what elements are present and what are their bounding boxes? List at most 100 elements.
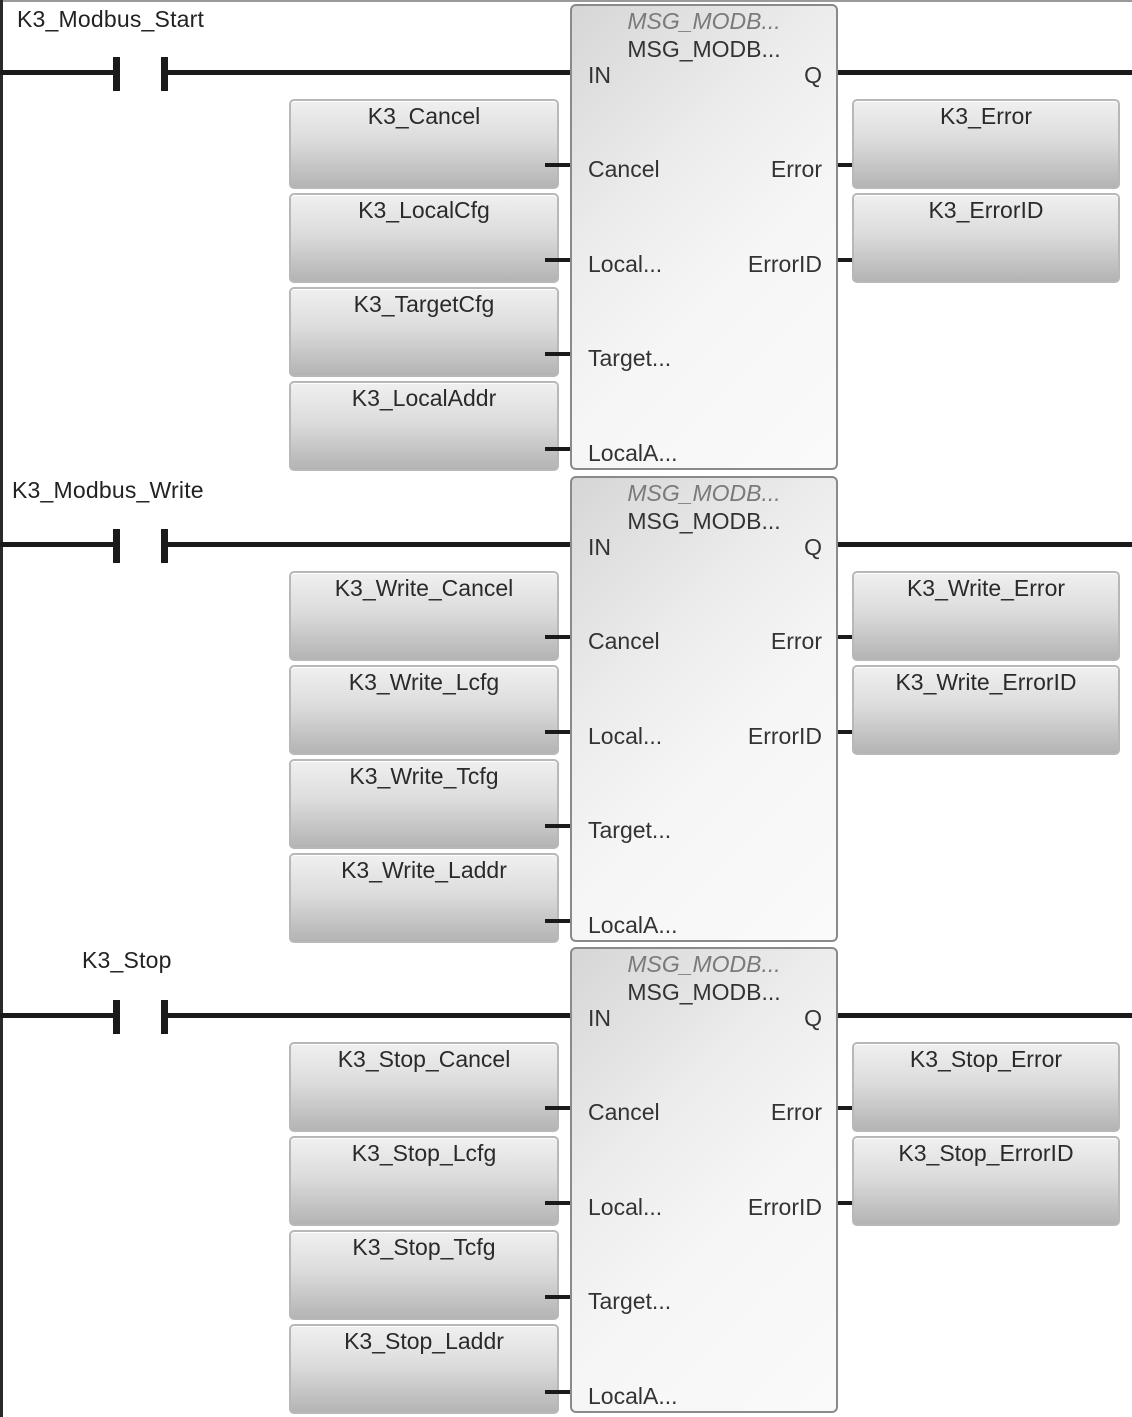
contact-left-bar: [113, 57, 120, 91]
normally-open-contact[interactable]: [113, 57, 173, 97]
contact-left-bar: [113, 1000, 120, 1034]
pin-error: Error: [770, 1099, 822, 1125]
contact-right-bar: [161, 57, 168, 91]
pin-q: Q: [804, 1005, 822, 1031]
pin-error: Error: [770, 156, 822, 182]
input-variable-name: K3_TargetCfg: [353, 291, 495, 317]
pin-stub-cancel: [545, 163, 575, 167]
function-block[interactable]: MSG_MODB... MSG_MODB... IN Q Cancel Erro…: [570, 4, 838, 470]
input-variable-name: K3_Cancel: [367, 103, 481, 129]
editor-top-border: [0, 0, 1132, 2]
pin-stub-error: [828, 1106, 858, 1110]
pin-cancel: Cancel: [588, 1099, 660, 1125]
input-variable-targetcfg[interactable]: K3_Write_Tcfg: [289, 759, 559, 849]
output-variable-error[interactable]: K3_Write_Error: [852, 571, 1120, 661]
input-variable-name: K3_Stop_Tcfg: [352, 1234, 496, 1260]
input-variable-cancel[interactable]: K3_Stop_Cancel: [289, 1042, 559, 1132]
pin-stub-cancel: [545, 1106, 575, 1110]
output-variable-name: K3_Write_ErrorID: [895, 669, 1077, 695]
output-variable-name: K3_Error: [939, 103, 1033, 129]
rung-wire-left: [0, 70, 115, 75]
function-block[interactable]: MSG_MODB... MSG_MODB... IN Q Cancel Erro…: [570, 476, 838, 942]
pin-locala: LocalA...: [588, 912, 678, 938]
pin-stub-local: [545, 1201, 575, 1205]
pin-stub-target: [545, 352, 575, 356]
input-variable-name: K3_Stop_Cancel: [337, 1046, 511, 1072]
input-variable-name: K3_Stop_Lcfg: [351, 1140, 497, 1166]
pin-stub-local: [545, 730, 575, 734]
pin-stub-locala: [545, 919, 575, 923]
left-power-rail: [0, 0, 3, 1417]
rung-wire-right: [834, 70, 1132, 75]
input-variable-localcfg[interactable]: K3_Stop_Lcfg: [289, 1136, 559, 1226]
rung-wire-mid: [167, 542, 573, 547]
pin-errorid: ErrorID: [747, 251, 822, 277]
pin-stub-error: [828, 163, 858, 167]
input-variable-localcfg[interactable]: K3_Write_Lcfg: [289, 665, 559, 755]
pin-target: Target...: [588, 1288, 672, 1314]
pin-error: Error: [770, 628, 822, 654]
contact-right-bar: [161, 529, 168, 563]
rung-wire-right: [834, 542, 1132, 547]
pin-stub-cancel: [545, 635, 575, 639]
pin-stub-errorid: [828, 730, 858, 734]
pin-locala: LocalA...: [588, 440, 678, 466]
input-variable-name: K3_Stop_Laddr: [344, 1328, 504, 1354]
input-variable-name: K3_Write_Laddr: [341, 857, 507, 883]
function-block-instance: MSG_MODB...: [627, 508, 781, 534]
rung-2: K3_Modbus_Write K3_Write_Cancel K3_Write…: [0, 472, 1132, 944]
input-variable-name: K3_Write_Tcfg: [349, 763, 499, 789]
input-variable-name: K3_LocalCfg: [358, 197, 490, 223]
input-variable-targetcfg[interactable]: K3_TargetCfg: [289, 287, 559, 377]
output-variable-name: K3_Stop_Error: [909, 1046, 1063, 1072]
pin-in: IN: [588, 1005, 611, 1031]
input-variable-localaddr[interactable]: K3_LocalAddr: [289, 381, 559, 471]
pin-stub-error: [828, 635, 858, 639]
normally-open-contact[interactable]: [113, 529, 173, 569]
normally-open-contact[interactable]: [113, 1000, 173, 1040]
pin-local: Local...: [588, 723, 663, 749]
pin-stub-locala: [545, 447, 575, 451]
pin-stub-target: [545, 1295, 575, 1299]
function-block-instance: MSG_MODB...: [627, 979, 781, 1005]
input-variable-cancel[interactable]: K3_Cancel: [289, 99, 559, 189]
rung-wire-left: [0, 1013, 115, 1018]
output-variable-errorid[interactable]: K3_Stop_ErrorID: [852, 1136, 1120, 1226]
contact-right-bar: [161, 1000, 168, 1034]
input-variable-localcfg[interactable]: K3_LocalCfg: [289, 193, 559, 283]
contact-label: K3_Stop: [82, 947, 172, 973]
function-block-type: MSG_MODB...: [627, 480, 781, 506]
output-variable-name: K3_Stop_ErrorID: [898, 1140, 1074, 1166]
function-block-type: MSG_MODB...: [627, 8, 781, 34]
pin-in: IN: [588, 534, 611, 560]
output-variable-error[interactable]: K3_Stop_Error: [852, 1042, 1120, 1132]
rung-wire-mid: [167, 70, 573, 75]
function-block-type: MSG_MODB...: [627, 951, 781, 977]
input-variable-localaddr[interactable]: K3_Stop_Laddr: [289, 1324, 559, 1414]
output-variable-name: K3_ErrorID: [928, 197, 1044, 223]
pin-stub-local: [545, 258, 575, 262]
pin-local: Local...: [588, 251, 663, 277]
input-variable-name: K3_Write_Lcfg: [348, 669, 500, 695]
function-block[interactable]: MSG_MODB... MSG_MODB... IN Q Cancel Erro…: [570, 947, 838, 1413]
input-variable-name: K3_Write_Cancel: [334, 575, 514, 601]
rung-3: K3_Stop K3_Stop_Cancel K3_Stop_Lcfg K3_S…: [0, 943, 1132, 1415]
pin-target: Target...: [588, 345, 672, 371]
contact-label: K3_Modbus_Start: [17, 6, 205, 32]
contact-label: K3_Modbus_Write: [12, 477, 204, 503]
input-variable-name: K3_LocalAddr: [351, 385, 497, 411]
output-variable-name: K3_Write_Error: [906, 575, 1066, 601]
output-variable-errorid[interactable]: K3_ErrorID: [852, 193, 1120, 283]
output-variable-errorid[interactable]: K3_Write_ErrorID: [852, 665, 1120, 755]
input-variable-cancel[interactable]: K3_Write_Cancel: [289, 571, 559, 661]
pin-locala: LocalA...: [588, 1383, 678, 1409]
input-variable-targetcfg[interactable]: K3_Stop_Tcfg: [289, 1230, 559, 1320]
contact-left-bar: [113, 529, 120, 563]
output-variable-error[interactable]: K3_Error: [852, 99, 1120, 189]
pin-stub-errorid: [828, 258, 858, 262]
input-variable-localaddr[interactable]: K3_Write_Laddr: [289, 853, 559, 943]
pin-cancel: Cancel: [588, 628, 660, 654]
function-block-instance: MSG_MODB...: [627, 36, 781, 62]
pin-errorid: ErrorID: [747, 1194, 822, 1220]
